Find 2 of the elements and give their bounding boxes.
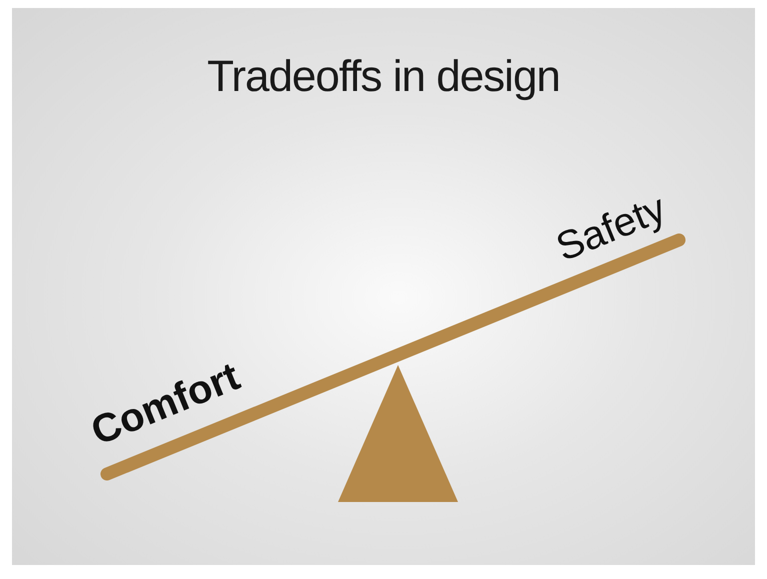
title: Tradeoffs in design [206, 52, 561, 102]
safety-label: Safety [550, 188, 671, 268]
